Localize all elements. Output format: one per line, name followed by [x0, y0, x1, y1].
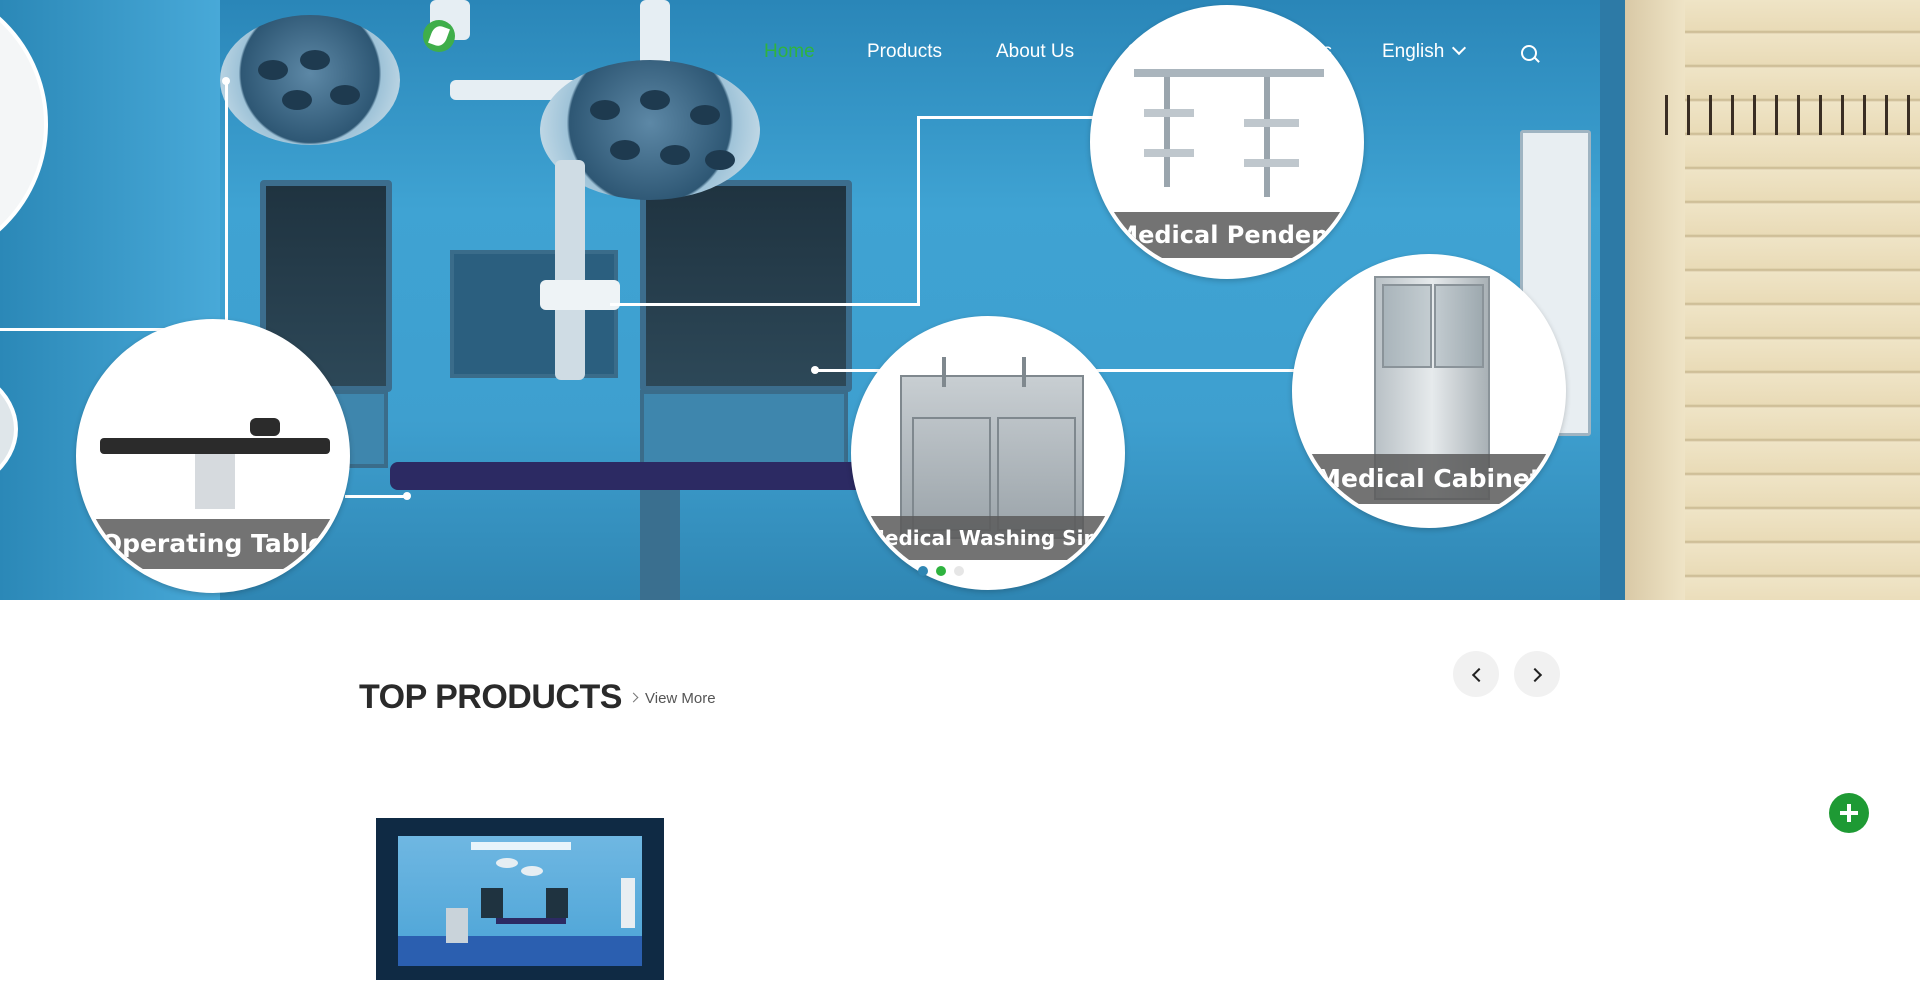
nav-products[interactable]: Products — [867, 41, 942, 62]
hero-lamp-left — [220, 15, 400, 145]
hero-cabinet-right — [640, 180, 852, 392]
view-more-link[interactable]: View More — [628, 690, 716, 707]
slide-dot-2[interactable] — [936, 566, 946, 576]
language-label: English — [1382, 41, 1445, 62]
language-selector[interactable]: English — [1382, 40, 1467, 63]
connector-dot — [811, 366, 819, 374]
callout-label: Operating Table — [80, 519, 346, 569]
connector-dot — [222, 77, 230, 85]
chevron-down-icon — [1452, 40, 1467, 56]
connector-line — [917, 116, 920, 306]
product-ceiling-light — [471, 842, 571, 850]
hero-pendant-column — [555, 160, 585, 380]
callout-label: Medical Cabinet — [1296, 454, 1562, 504]
hero-cabinet-low-right — [640, 390, 848, 468]
product-lamp — [521, 866, 543, 876]
product-lamp — [496, 858, 518, 868]
nav-about-us[interactable]: About Us — [996, 41, 1075, 62]
callout-label: Medical Pendent — [1094, 212, 1360, 258]
product-bed — [496, 918, 566, 924]
plus-icon[interactable] — [1829, 793, 1869, 833]
nav-home[interactable]: Home — [764, 41, 815, 62]
connector-line — [345, 495, 407, 498]
hero-operating-bed — [390, 462, 910, 490]
connector-line — [0, 328, 228, 331]
callout-medical-cabinet[interactable]: Medical Cabinet — [1292, 254, 1566, 528]
callout-operating-table[interactable]: Operating Table — [76, 319, 350, 593]
product-cabinet — [481, 888, 503, 918]
slide-dot-1[interactable] — [918, 566, 928, 576]
connector-dot — [403, 492, 411, 500]
chevron-right-icon — [628, 692, 639, 703]
section-title: TOP PRODUCTS — [359, 678, 622, 716]
connector-line — [610, 303, 920, 306]
chevron-right-icon — [1527, 667, 1543, 683]
search-icon[interactable] — [1521, 45, 1537, 61]
product-machine — [446, 908, 468, 943]
product-card-image[interactable] — [376, 818, 664, 980]
company-logo[interactable] — [405, 20, 475, 72]
carousel-prev-button[interactable] — [1453, 651, 1499, 697]
callout-medical-pendent[interactable]: Medical Pendent — [1090, 5, 1364, 279]
product-cabinet — [546, 888, 568, 918]
hero-bed-post — [640, 490, 680, 600]
connector-line — [917, 116, 1097, 119]
hero-banner: Medical Pendent Medical Cabinet Operatin… — [0, 0, 1920, 600]
callout-label: Medical Washing Sink — [855, 516, 1121, 560]
connector-line — [225, 80, 228, 330]
hero-pendant-shelf — [540, 280, 620, 310]
pendent-illustration — [1134, 69, 1324, 209]
hero-door-edge — [1600, 0, 1625, 600]
nav-contact-us[interactable]: Contact Us — [1127, 41, 1221, 62]
top-nav: Home Products About Us Contact Us Events… — [0, 0, 1920, 110]
product-panel — [621, 878, 635, 928]
view-more-label: View More — [645, 690, 716, 707]
chevron-left-icon — [1471, 667, 1487, 683]
table-illustration — [100, 418, 330, 509]
slide-dot-3[interactable] — [954, 566, 964, 576]
callout-medical-washing-sink[interactable]: Medical Washing Sink — [851, 316, 1125, 590]
hero-side-rail — [1665, 95, 1920, 135]
product-floor — [398, 936, 642, 966]
sink-illustration — [900, 357, 1084, 539]
nav-events[interactable]: Events — [1274, 41, 1333, 62]
hero-window — [450, 250, 618, 378]
carousel-next-button[interactable] — [1514, 651, 1560, 697]
